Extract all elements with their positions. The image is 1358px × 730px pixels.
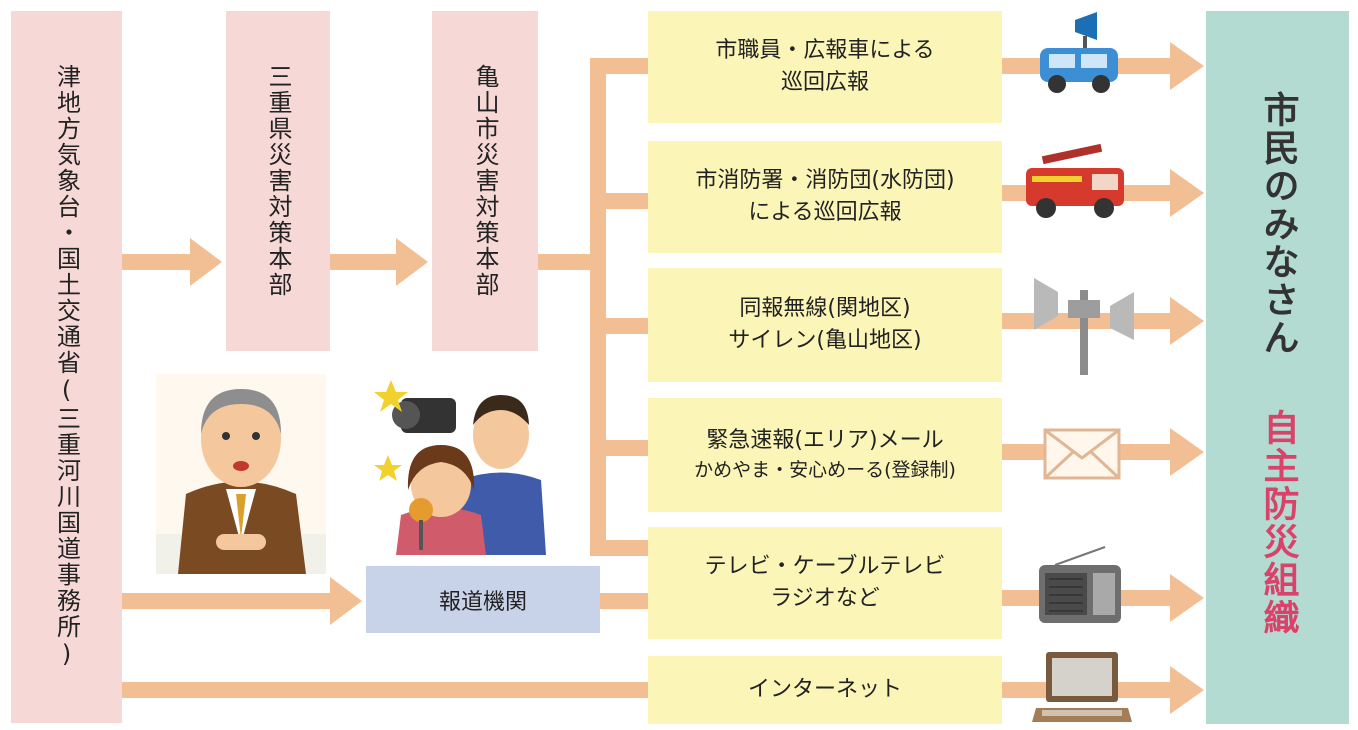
branch-line <box>590 540 648 556</box>
city-hq-box: 亀山市災害対策本部 <box>432 11 538 351</box>
channel-line1: 同報無線(関地区) <box>739 296 911 322</box>
channel-patrol-box: 市職員・広報車による 巡回広報 <box>648 11 1002 123</box>
arrow-head <box>396 238 428 286</box>
channel-line1: 緊急速報(エリア)メール <box>706 428 944 454</box>
channel-line2: サイレン(亀山地区) <box>728 328 922 353</box>
prefecture-hq-box: 三重県災害対策本部 <box>226 11 330 351</box>
arrow-shaft <box>122 593 332 609</box>
channel-line2: かめやま・安心めーる(登録制) <box>694 459 956 482</box>
channel-line1: 市消防署・消防団(水防団) <box>695 168 955 194</box>
trunk-line <box>590 58 606 554</box>
arrow-head <box>330 577 362 625</box>
prefecture-hq-label: 三重県災害対策本部 <box>264 64 292 298</box>
speaker-pole-icon <box>1028 270 1140 375</box>
media-label: 報道機関 <box>438 589 527 615</box>
connector-line <box>122 682 648 698</box>
laptop-icon <box>1032 650 1132 726</box>
media-box: 報道機関 <box>366 566 600 633</box>
loudspeaker-van-icon <box>1035 10 1125 95</box>
branch-line <box>590 193 648 209</box>
channel-line1: 市職員・広報車による <box>715 38 935 64</box>
source-meteorological-box: 津地方気象台・国土交通省(三重河川国道事務所) <box>11 11 122 723</box>
arrow-shaft <box>330 254 398 270</box>
arrow-shaft <box>122 254 192 270</box>
reporters-illustration <box>366 370 546 555</box>
channel-broadcast-box: 同報無線(関地区) サイレン(亀山地区) <box>648 268 1002 382</box>
city-hq-label: 亀山市災害対策本部 <box>471 64 499 298</box>
branch-line <box>590 440 648 456</box>
envelope-icon <box>1043 428 1121 480</box>
radio-icon <box>1035 545 1125 625</box>
source-meteorological-label: 津地方気象台・国土交通省(三重河川国道事務所) <box>52 64 81 670</box>
connector-line <box>600 593 648 609</box>
announcer-illustration <box>156 374 326 574</box>
channel-line2: 巡回広報 <box>780 70 869 95</box>
citizens-label: 市民のみなさん <box>1257 91 1299 357</box>
channel-line2: による巡回広報 <box>748 200 902 225</box>
branch-line <box>590 58 648 74</box>
channel-mail-box: 緊急速報(エリア)メール かめやま・安心めーる(登録制) <box>648 398 1002 512</box>
channel-line1: インターネット <box>747 677 902 703</box>
citizens-box: 市民のみなさん 自主防災組織 <box>1206 11 1349 724</box>
arrow-head <box>190 238 222 286</box>
fire-truck-icon <box>1022 138 1132 223</box>
channel-tv-radio-box: テレビ・ケーブルテレビ ラジオなど <box>648 527 1002 639</box>
self-defense-org-label: 自主防災組織 <box>1257 409 1299 637</box>
channel-line1: テレビ・ケーブルテレビ <box>704 554 946 580</box>
channel-internet-box: インターネット <box>648 656 1002 724</box>
arrow-shaft <box>538 254 598 270</box>
channel-fire-patrol-box: 市消防署・消防団(水防団) による巡回広報 <box>648 141 1002 253</box>
channel-line2: ラジオなど <box>770 586 880 611</box>
branch-line <box>590 318 648 334</box>
